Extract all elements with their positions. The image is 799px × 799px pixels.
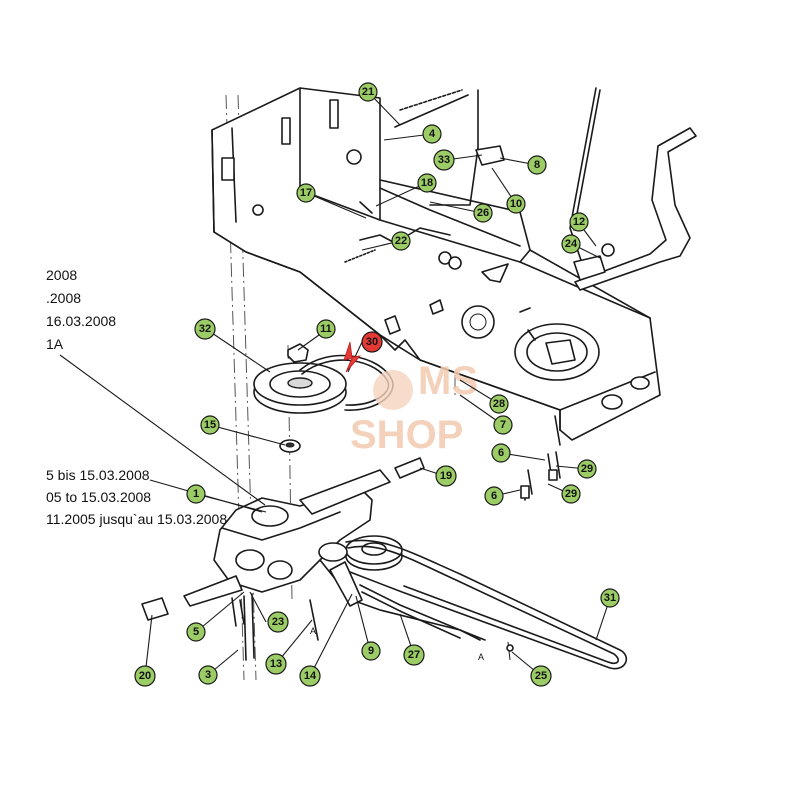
callout-bubble[interactable] [316,319,336,339]
callout-bubble[interactable] [433,149,455,171]
callout-bubble[interactable] [493,415,513,435]
callout-bubble[interactable] [489,394,509,414]
callout-label: 12 [573,216,585,228]
callout-bubble[interactable] [491,443,511,463]
note-line: 1A [46,336,64,352]
callout-label: 33 [438,154,450,166]
callout-bubble[interactable] [361,641,381,661]
callout-label: 7 [500,419,506,431]
callout-label: 14 [304,670,317,682]
callout-bubble[interactable] [569,212,589,232]
callout-label: 1 [193,488,199,500]
transaxle [141,457,481,661]
note-line: 05 to 15.03.2008 [46,489,151,505]
callout-bubble[interactable] [422,124,442,144]
callout-label: 8 [534,159,540,171]
callout-bubble[interactable] [296,183,316,203]
callout-label: 22 [395,235,407,247]
callout-bubble[interactable] [561,234,581,254]
callout-bubble[interactable] [403,644,425,666]
note-line: 16.03.2008 [46,313,116,329]
callout-label: 17 [300,187,312,199]
callout-bubble[interactable] [391,231,411,251]
drive-belt [345,539,628,670]
note-line: .2008 [46,290,81,306]
callout-label: 9 [368,645,374,657]
callout-bubble[interactable] [194,318,216,340]
callout-label: 23 [272,616,284,628]
highlight-arrow [343,341,361,373]
callout-bubble[interactable] [186,484,206,504]
callouts: 21 4 33 8 10 26 18 17 22 12 24 32 11 30 … [134,82,620,687]
callout-bubble[interactable] [417,173,437,193]
bolts [520,415,561,501]
callout-label: 21 [362,86,374,98]
callout-label: 15 [204,419,216,431]
callout-bubble[interactable] [134,665,156,687]
callout-bubble[interactable] [361,331,383,353]
note-line: 11.2005 jusqu`au 15.03.2008 [46,511,227,527]
callout-label: 20 [139,670,151,682]
callout-label: 3 [205,669,211,681]
callout-bubble[interactable] [577,459,597,479]
callout-label: 27 [408,649,420,661]
callout-bubble[interactable] [265,653,287,675]
callout-bubble[interactable] [186,622,206,642]
date-notes: 2008 .2008 16.03.2008 1A 5 bis 15.03.200… [46,267,266,527]
callout-label: 4 [429,128,436,140]
callout-bubble[interactable] [484,486,504,506]
callout-label: 5 [193,626,199,638]
watermark-shop: SHOP [350,413,463,457]
mark-a: A [310,626,316,636]
watermark-ms: MS [418,359,478,403]
chassis-frame [211,87,661,441]
callout-label: 19 [440,470,452,482]
mark-a: A [478,652,484,662]
callout-label: 18 [421,177,433,189]
callout-label: 32 [199,323,211,335]
callout-bubble[interactable] [358,82,378,102]
callout-bubble[interactable] [198,665,218,685]
callout-label: 6 [498,447,504,459]
callout-label: 28 [493,398,505,410]
callout-bubble[interactable] [600,588,620,608]
callout-label: 10 [510,198,522,210]
callout-bubble[interactable] [561,484,581,504]
callout-label: 31 [604,592,616,604]
linkage-rods [344,87,697,291]
callout-label: 26 [477,207,489,219]
watermark: MS SHOP [350,359,478,457]
callout-label: 11 [320,323,332,335]
callout-label: 13 [270,658,282,670]
callout-label: 6 [491,490,497,502]
callout-bubble[interactable] [435,465,457,487]
callout-bubble[interactable] [527,155,547,175]
callout-label: 25 [535,670,547,682]
callout-label: 24 [565,238,578,250]
callout-bubble[interactable] [200,415,220,435]
callout-bubble[interactable] [473,203,493,223]
note-line: 2008 [46,267,77,283]
callout-label: 29 [581,463,593,475]
callout-bubble[interactable] [299,665,321,687]
callout-bubble[interactable] [506,194,526,214]
callout-bubble[interactable] [530,665,552,687]
callout-label: 30 [366,336,378,348]
callout-bubble[interactable] [267,611,289,633]
note-line: 5 bis 15.03.2008 [46,467,150,483]
callout-label: 29 [565,488,577,500]
